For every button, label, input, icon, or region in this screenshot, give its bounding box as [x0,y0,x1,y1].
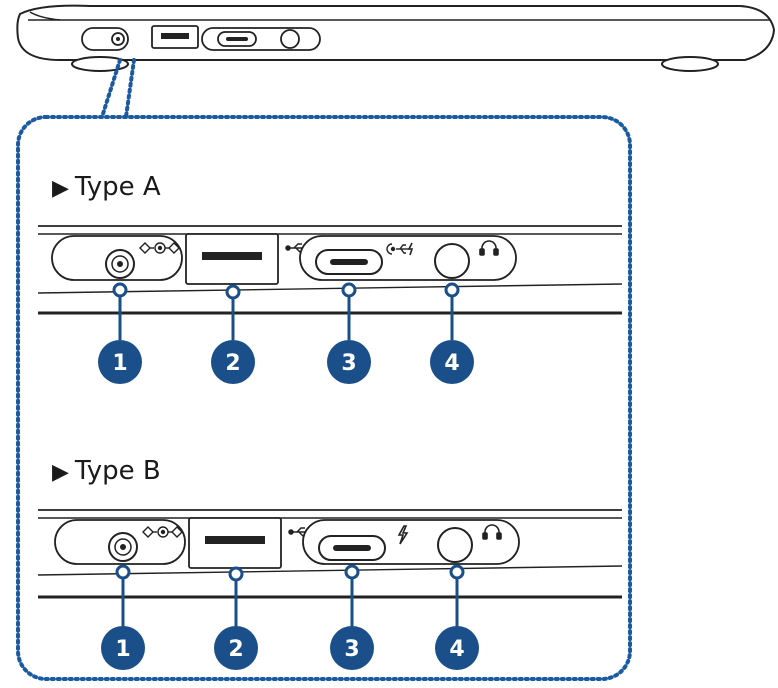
headset-icon [482,524,502,540]
panel-lower-edge [37,283,623,294]
callout-3: 3 [330,564,374,670]
usb-c-slot [330,259,368,265]
callout-number: 2 [228,637,243,662]
callout-number: 4 [444,351,459,376]
headset-port [434,243,470,279]
callout-2: 2 [211,284,255,384]
usb-a-slot [205,536,265,544]
section-title-text: Type B [74,456,161,486]
laptop-side-view [16,4,776,72]
port-panel-type-a [37,225,623,315]
zoom-callout-border [16,115,632,681]
mini-headset-port [280,29,300,49]
mini-usb-a-slot [161,33,189,39]
callout-4: 4 [430,282,474,384]
section-title-text: Type A [74,172,161,202]
callouts-type-a: 1 2 3 4 [98,282,474,384]
usb-c-power-icon [386,242,414,256]
callout-number: 4 [449,637,464,662]
callout-3: 3 [327,282,371,384]
mini-usb-c-slot [226,37,248,41]
headset-port [437,527,473,563]
mini-dc-pin [116,37,120,41]
laptop-foot-left [71,56,129,72]
play-triangle-icon: ▶ [52,460,69,485]
dc-power-icon [142,526,183,538]
dc-in-pin [117,261,123,267]
panel-lower-edge [37,565,623,576]
callout-number: 3 [344,637,359,662]
port-panel-type-b [37,509,623,599]
callout-number: 1 [115,637,130,662]
callout-2: 2 [214,566,258,670]
play-triangle-icon: ▶ [52,176,69,201]
thunderbolt-icon [397,525,409,545]
callouts-type-b: 1 2 3 4 [101,564,479,670]
zoom-leader [100,58,136,119]
laptop-front-edge [29,11,61,21]
callout-1: 1 [98,282,142,384]
section-title-type-b: ▶Type B [52,456,161,488]
usb-a-slot [202,252,262,260]
callout-4: 4 [435,564,479,670]
dc-power-icon [139,242,180,254]
callout-number: 2 [225,351,240,376]
usb-c-slot [333,545,371,551]
dc-in-pin [120,544,126,550]
laptop-foot-right [661,56,719,72]
callout-number: 1 [112,351,127,376]
section-title-type-a: ▶Type A [52,172,161,204]
headset-icon [479,240,499,256]
callout-number: 3 [341,351,356,376]
laptop-body-outline [16,4,776,61]
callout-1: 1 [101,564,145,670]
